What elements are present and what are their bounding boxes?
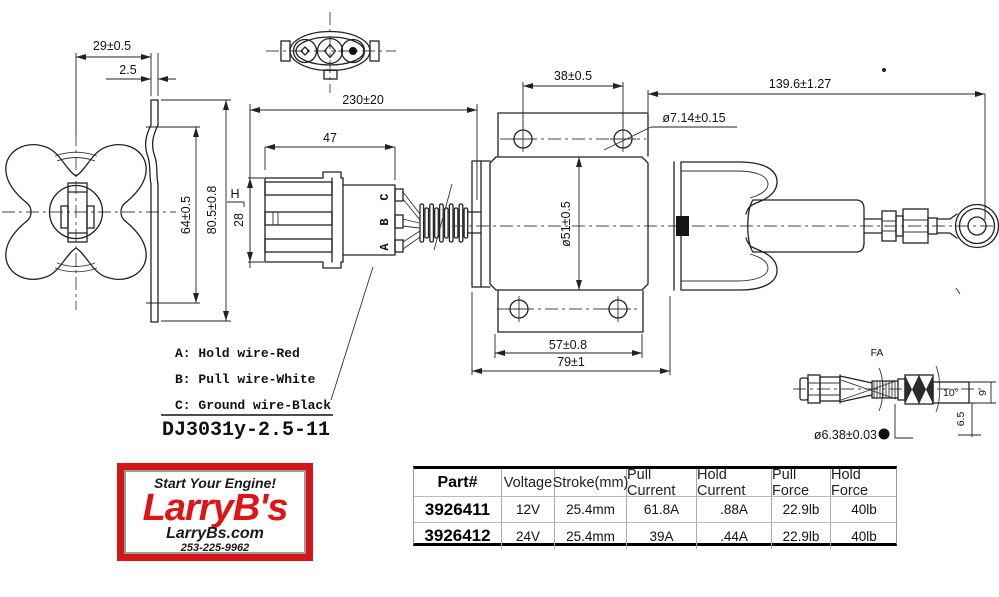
pin-c-hole: [340, 38, 366, 64]
table-cell: 40lb: [851, 528, 877, 544]
table-header-pull-force: Pull Force: [772, 467, 831, 499]
dim-29: 29±0.5: [93, 39, 131, 53]
legend-line-a: A: Hold wire-Red: [175, 346, 300, 361]
left-end-view: 29±0.5 2.5 64±0.5 80.5±0.8 H: [2, 39, 245, 323]
logo-phone: 253-225-9962: [180, 542, 250, 554]
top-mount-bracket: [497, 112, 649, 157]
detail-label-fa: FA: [871, 347, 884, 359]
dim-51: ø51±0.5: [559, 201, 573, 247]
table-header-pull-current: Pull Current: [627, 467, 697, 499]
pin-b-hole: [316, 37, 344, 65]
dim-9: 9: [977, 390, 989, 396]
dim-230: 230±20: [342, 93, 384, 107]
solenoid-housing: [489, 156, 649, 291]
bottom-mount-bracket: [497, 290, 644, 333]
table-header-hold-force: Hold Force: [831, 467, 897, 499]
plunger-cylinder: [747, 199, 865, 253]
butterfly-bracket-outline: [5, 144, 147, 280]
table-header-hold-current: Hold Current: [697, 467, 772, 499]
dim-47: 47: [323, 131, 337, 145]
connector-side-view: C B A 230±20 47 28: [232, 93, 482, 269]
wire-label-c: C: [378, 193, 392, 200]
butterfly-bracket-front: [680, 161, 778, 291]
logo-inner-frame: Start Your Engine! LarryB's LarryBs.com …: [124, 470, 306, 554]
table-cell: 22.9lb: [772, 523, 831, 549]
shaft-seal: [676, 216, 689, 236]
table-header-stroke: Stroke(mm): [553, 469, 628, 497]
dim-38: 38±0.5: [554, 69, 592, 83]
dim-6-5: 6.5: [955, 412, 967, 427]
dim-57: 57±0.8: [549, 338, 587, 352]
dim-10deg: 10°: [943, 387, 959, 399]
dim-28: 28: [232, 213, 246, 227]
wire-label-a: A: [378, 243, 392, 251]
wire-legend: A: Hold wire-Red B: Pull wire-White C: G…: [161, 266, 374, 442]
legend-line-b: B: Pull wire-White: [175, 372, 316, 387]
table-cell: 25.4mm: [555, 497, 627, 523]
dim-7-14: ø7.14±0.15: [662, 111, 725, 125]
dim-139-6: 139.6±1.27: [769, 77, 832, 91]
dim-79: 79±1: [557, 355, 585, 369]
table-cell: .88A: [697, 497, 772, 523]
table-header-part: Part#: [414, 469, 502, 497]
larrybs-logo: Start Your Engine! LarryB's LarryBs.com …: [117, 463, 313, 561]
logo-brand: LarryB's: [142, 487, 289, 529]
table-cell: 25.4mm: [555, 523, 627, 549]
dim-6-38: ø6.38±0.03: [814, 428, 877, 442]
model-number: DJ3031y-2.5-11: [162, 419, 330, 442]
table-header-voltage: Voltage: [502, 469, 555, 497]
table-cell: 3926411: [414, 497, 502, 523]
cross-hatch: [905, 375, 933, 404]
spec-table: Part# Voltage Stroke(mm) Pull Current Ho…: [413, 466, 897, 549]
dim-2-5: 2.5: [119, 63, 136, 77]
legend-line-c: C: Ground wire-Black: [175, 398, 331, 413]
table-cell: 22.9lb: [772, 497, 831, 523]
pin-a-hole: [292, 38, 318, 64]
table-cell: 3926412: [414, 523, 502, 549]
dim-80-5: 80.5±0.8: [205, 186, 219, 235]
solenoid-body-view: 38±0.5 139.6±1.27 ø7.14±0.15 ø51±0.5 57±…: [452, 69, 996, 375]
table-cell: .44A: [697, 523, 772, 549]
wires: [402, 191, 421, 250]
dim-64: 64±0.5: [179, 196, 193, 234]
table-cell: 12V: [502, 497, 555, 523]
wire-label-b: B: [378, 218, 392, 225]
flange-circle: [48, 184, 104, 240]
connector-top-view: [266, 12, 396, 93]
technical-drawing: 29±0.5 2.5 64±0.5 80.5±0.8 H: [2, 12, 999, 442]
table-cell: 39A: [627, 523, 697, 549]
logo-tagline: Start Your Engine!: [153, 475, 277, 491]
table-cell: 61.8A: [627, 497, 697, 523]
logo-website: LarryBs.com: [166, 525, 264, 542]
table-cell: 40lb: [831, 497, 897, 523]
plunger-assembly: [673, 68, 999, 295]
rod-end-detail: 10° 9 6.5 ø6.38±0.03 FA: [793, 347, 996, 442]
mounting-plate-profile: [144, 99, 159, 323]
table-cell: 24V: [502, 523, 555, 549]
wire-loom: [419, 203, 469, 243]
datum-h: H: [230, 187, 239, 201]
connector-body: [264, 171, 396, 269]
